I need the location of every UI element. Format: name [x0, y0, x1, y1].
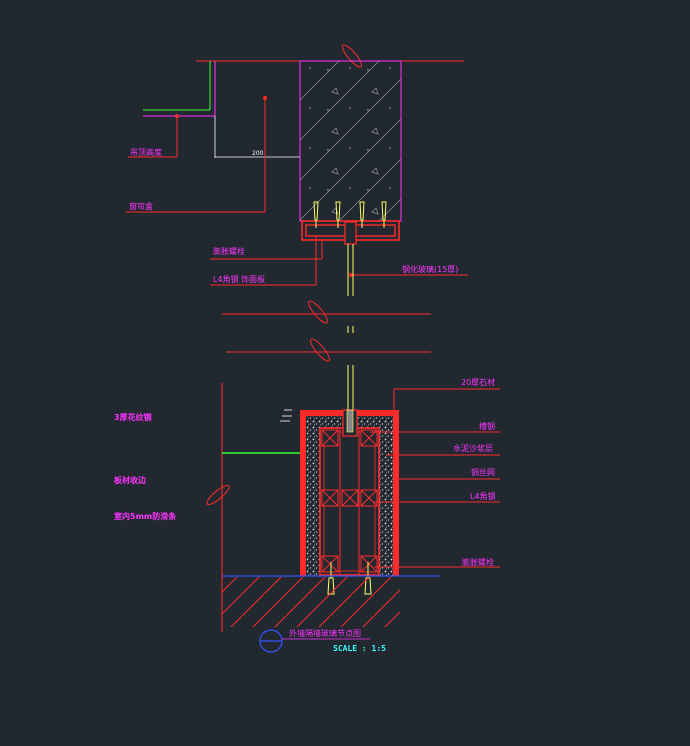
label-steel-mesh: 钢丝网: [471, 467, 495, 477]
right-labels: 20厚石材 槽钢 水泥沙浆层 钢丝网 L4角钢 膨胀螺栓: [370, 377, 500, 568]
drawing-scale: SCALE : 1:5: [333, 644, 386, 653]
label-ceiling-height: 吊顶高度: [130, 147, 162, 157]
label-expansion-bolt-bottom: 膨胀螺栓: [462, 557, 494, 567]
label-cement-mortar: 水泥沙浆层: [453, 443, 493, 453]
ceiling-section: 200: [143, 44, 464, 245]
label-stone-20: 20厚石材: [461, 377, 495, 387]
top-left-labels: 吊顶高度 窗帘盒 膨胀螺栓 L4角钢 饰面板 钢化玻璃(15厚): [126, 96, 468, 286]
label-curtain-box: 窗帘盒: [129, 201, 153, 211]
title-block: 外墙隔墙玻璃节点图 SCALE : 1:5: [259, 628, 386, 653]
label-expansion-bolt-top: 膨胀螺栓: [213, 246, 245, 256]
label-tempered-glass: 钢化玻璃(15厚): [402, 264, 458, 274]
label-channel-steel: 槽钢: [479, 421, 495, 431]
dimension-200: 200: [252, 150, 264, 157]
label-note-3: 室内5mm防滑条: [114, 511, 177, 521]
base-section: [206, 383, 440, 632]
left-notes: 3厚花纹钢 板材收边 室内5mm防滑条: [114, 412, 177, 521]
label-note-1: 3厚花纹钢: [114, 412, 152, 422]
label-angle-steel-top: L4角钢 饰面板: [213, 274, 265, 284]
drawing-title: 外墙隔墙玻璃节点图: [289, 628, 361, 638]
label-note-2: 板材收边: [114, 475, 147, 485]
glass-panel: [222, 244, 431, 430]
label-angle-steel-bottom: L4角钢: [470, 491, 496, 501]
